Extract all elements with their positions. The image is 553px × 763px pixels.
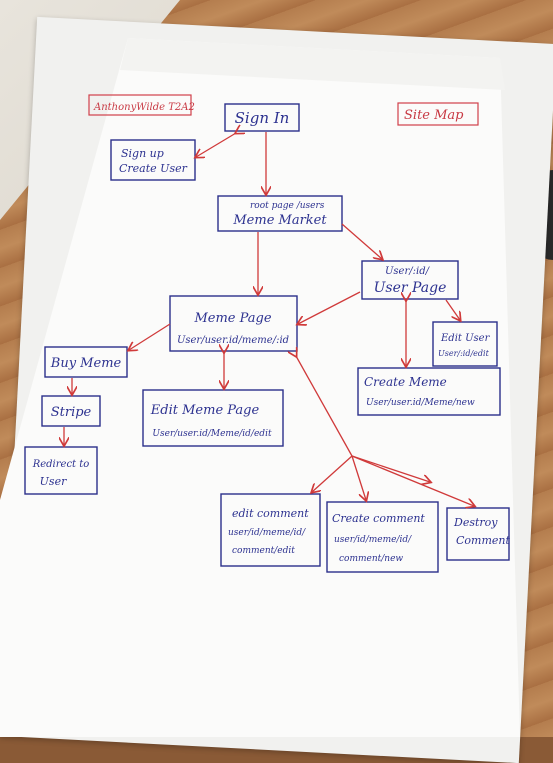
svg-text:user/id/meme/id/: user/id/meme/id/	[334, 535, 412, 545]
svg-text:Buy Meme: Buy Meme	[50, 356, 122, 371]
paper-edge	[120, 38, 505, 90]
paper-sheet	[0, 38, 520, 737]
svg-text:User: User	[40, 475, 67, 488]
node-edit-user: Edit User User/:id/edit	[432, 321, 498, 367]
svg-text:User/user.id/Meme/id/edit: User/user.id/Meme/id/edit	[152, 429, 272, 439]
svg-text:Edit User: Edit User	[440, 333, 491, 344]
node-sign-up: Sign up Create User	[110, 139, 196, 181]
svg-text:Sign In: Sign In	[235, 109, 290, 127]
node-buy-meme: Buy Meme	[44, 346, 128, 378]
svg-text:Meme Page: Meme Page	[193, 311, 271, 326]
node-edit-meme: Edit Meme Page User/user.id/Meme/id/edit	[142, 389, 284, 447]
node-create-meme: Create Meme User/user.id/Meme/new	[357, 367, 501, 416]
svg-text:edit comment: edit comment	[232, 507, 309, 520]
svg-text:comment/new: comment/new	[339, 554, 403, 564]
svg-text:User/user.id/Meme/new: User/user.id/Meme/new	[366, 398, 475, 408]
svg-text:user/id/meme/id/: user/id/meme/id/	[228, 528, 306, 538]
svg-text:User/:id/edit: User/:id/edit	[438, 349, 490, 358]
svg-text:root page /users: root page /users	[250, 201, 325, 211]
connections	[64, 132, 474, 506]
node-create-comment: Create comment user/id/meme/id/ comment/…	[326, 501, 439, 573]
svg-text:Stripe: Stripe	[51, 405, 92, 420]
svg-text:Create comment: Create comment	[332, 512, 425, 525]
svg-text:User Page: User Page	[374, 280, 447, 296]
svg-text:Edit Meme Page: Edit Meme Page	[150, 403, 260, 418]
node-meme-market: root page /users Meme Market	[217, 195, 343, 232]
svg-text:Create User: Create User	[119, 162, 188, 175]
title-label: Site Map	[404, 108, 464, 123]
svg-text:Meme Market: Meme Market	[232, 213, 327, 228]
node-edit-comment: edit comment user/id/meme/id/ comment/ed…	[220, 493, 321, 567]
svg-text:comment/edit: comment/edit	[232, 546, 295, 556]
node-sign-in: Sign In	[224, 103, 300, 132]
author-label: AnthonyWilde T2A2	[93, 102, 195, 113]
author-label-box	[88, 94, 192, 116]
svg-text:Destroy: Destroy	[453, 516, 498, 529]
svg-text:Create Meme: Create Meme	[364, 375, 447, 389]
svg-text:Comment: Comment	[456, 534, 510, 547]
site-map-diagram: AnthonyWilde T2A2 Site Map Sign In Sign …	[0, 38, 520, 737]
svg-text:User/:id/: User/:id/	[385, 266, 431, 277]
node-destroy-comment: Destroy Comment	[446, 507, 510, 561]
svg-text:Sign up: Sign up	[121, 147, 164, 160]
svg-text:Redirect to: Redirect to	[32, 459, 90, 470]
svg-text:User/user.id/meme/:id: User/user.id/meme/:id	[177, 335, 289, 346]
title-label-box	[397, 102, 479, 126]
